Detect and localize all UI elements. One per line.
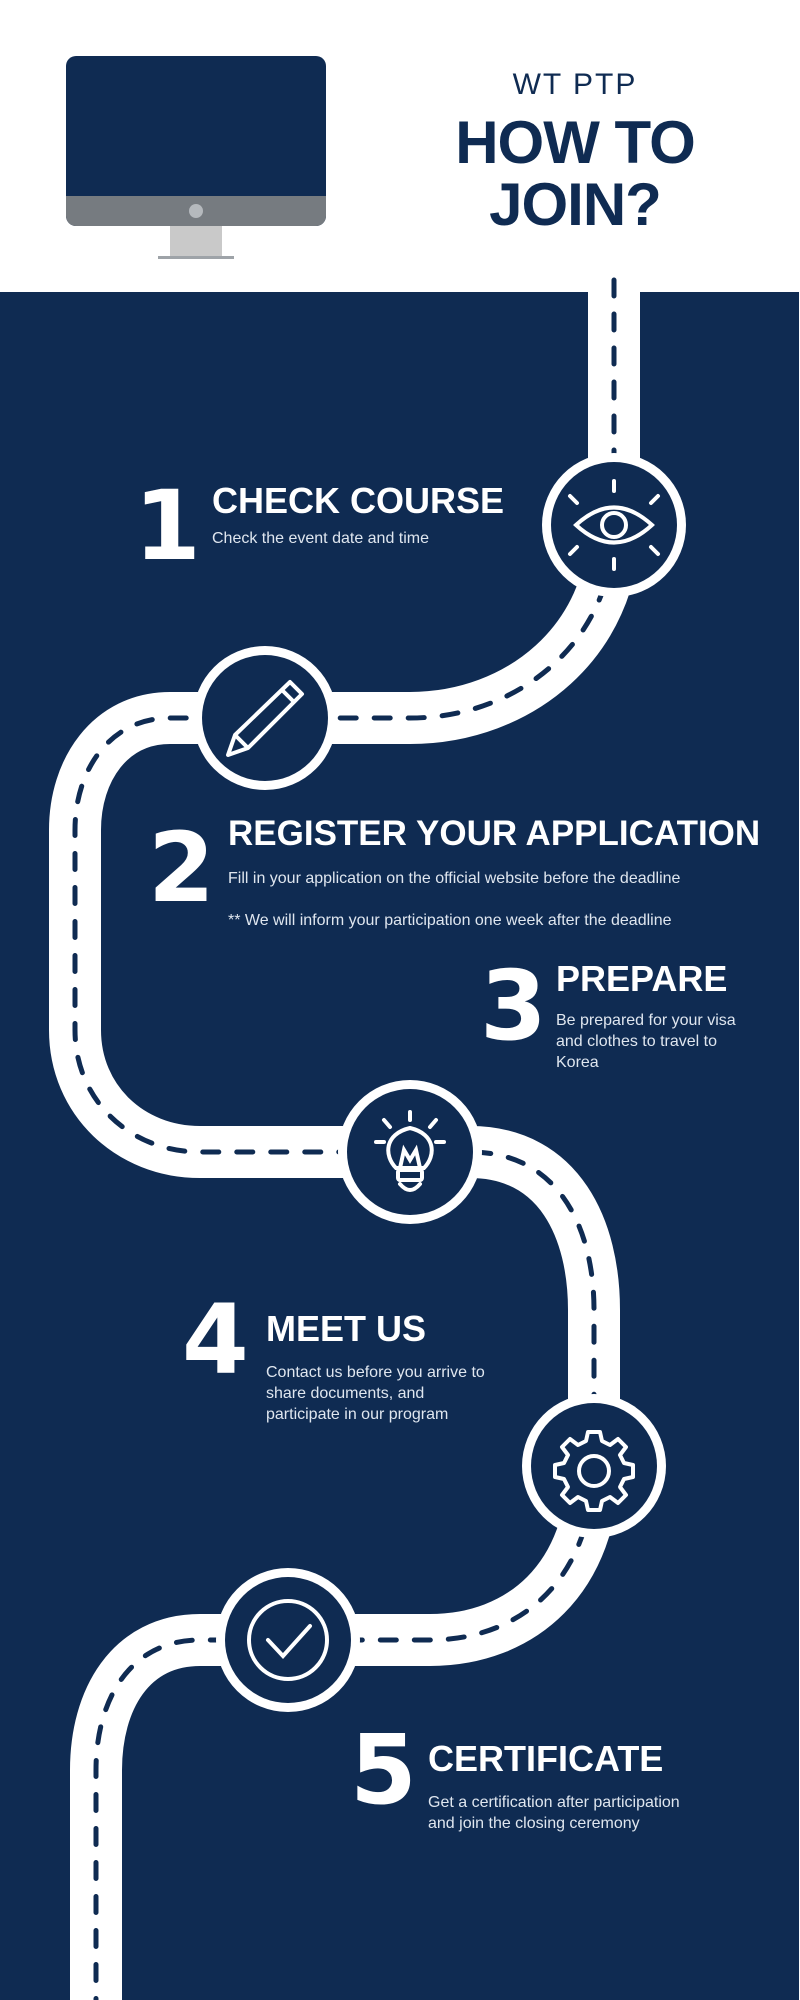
checkmark-icon bbox=[247, 1599, 329, 1681]
step-1-marker bbox=[542, 453, 686, 597]
step-1-number: 1 bbox=[134, 470, 201, 582]
step-3-marker bbox=[338, 1080, 482, 1224]
step-2-note: ** We will inform your participation one… bbox=[228, 912, 672, 929]
step-2-number: 2 bbox=[148, 812, 215, 924]
step-4-number: 4 bbox=[182, 1284, 249, 1396]
pencil-icon bbox=[226, 680, 304, 757]
title-line-1: HOW TO bbox=[455, 109, 696, 176]
step-4-title: MEET US bbox=[266, 1308, 427, 1349]
monitor-icon bbox=[66, 56, 326, 259]
step-5-number: 5 bbox=[350, 1714, 417, 1826]
step-3-number: 3 bbox=[480, 950, 547, 1062]
step-4-marker bbox=[522, 1394, 666, 1538]
step-5-title: CERTIFICATE bbox=[428, 1738, 664, 1779]
step-3-desc: Be prepared for your visa and clothes to… bbox=[556, 1012, 736, 1071]
gear-icon bbox=[553, 1430, 635, 1512]
step-1-desc: Check the event date and time bbox=[212, 530, 430, 547]
step-5-marker bbox=[216, 1568, 360, 1712]
step-2-title: REGISTER YOUR APPLICATION bbox=[228, 814, 761, 853]
step-2-marker bbox=[193, 646, 337, 790]
step-1-title: CHECK COURSE bbox=[212, 480, 505, 521]
title-line-2: JOIN? bbox=[489, 171, 662, 238]
step-2-desc: Fill in your application on the official… bbox=[228, 870, 681, 887]
step-5-desc: Get a certification after participation … bbox=[428, 1794, 680, 1832]
step-3-title: PREPARE bbox=[556, 958, 728, 999]
lightbulb-icon bbox=[374, 1110, 446, 1192]
step-4-desc: Contact us before you arrive to share do… bbox=[266, 1364, 485, 1423]
header-subtitle: WT PTP bbox=[512, 68, 638, 101]
page-title: HOW TO JOIN? bbox=[420, 112, 730, 236]
eye-icon bbox=[568, 479, 660, 571]
